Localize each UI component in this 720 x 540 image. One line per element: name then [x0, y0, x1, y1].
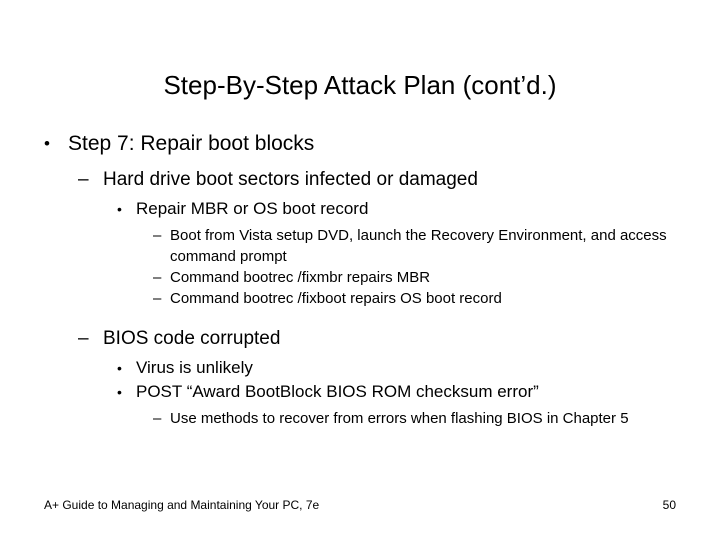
bullet-marker-level4: – — [153, 410, 162, 427]
bullet-level4-fixmbr: – Command bootrec /fixmbr repairs MBR — [0, 267, 720, 288]
bullet-level4-use-methods: – Use methods to recover from errors whe… — [0, 408, 720, 429]
bullet-level1-step7: • Step 7: Repair boot blocks — [0, 130, 720, 158]
bullet-marker-level4: – — [153, 269, 162, 286]
footer-source-text: A+ Guide to Managing and Maintaining You… — [44, 498, 320, 512]
page-title: Step-By-Step Attack Plan (cont’d.) — [163, 70, 557, 101]
bullet-marker-level4: – — [153, 227, 162, 244]
footer-page-number: 50 — [662, 498, 676, 512]
bullet-level3-repair-mbr: • Repair MBR or OS boot record — [0, 197, 720, 221]
slide-footer: A+ Guide to Managing and Maintaining You… — [44, 496, 676, 514]
bullet-text-boot-vista: Boot from Vista setup DVD, launch the Re… — [170, 227, 667, 265]
bullet-text-step7: Step 7: Repair boot blocks — [68, 132, 315, 155]
bullet-text-bios: BIOS code corrupted — [103, 328, 281, 349]
bullet-text-use-methods: Use methods to recover from errors when … — [170, 410, 629, 427]
bullet-marker-level4: – — [153, 290, 162, 307]
bullet-marker-level3: • — [117, 384, 122, 400]
bullet-marker-level3: • — [117, 360, 122, 376]
bullet-level3-post: • POST “Award BootBlock BIOS ROM checksu… — [0, 380, 720, 404]
bullet-text-fixboot: Command bootrec /fixboot repairs OS boot… — [170, 290, 502, 307]
bullet-marker-level1: • — [44, 134, 50, 153]
bullet-text-virus: Virus is unlikely — [136, 358, 253, 377]
bullet-level4-boot-vista: – Boot from Vista setup DVD, launch the … — [0, 225, 720, 267]
bullet-marker-level2: – — [78, 169, 89, 190]
bullet-text-hard-drive: Hard drive boot sectors infected or dama… — [103, 169, 478, 190]
slide-body: • Step 7: Repair boot blocks – Hard driv… — [0, 130, 720, 429]
bullet-level2-hard-drive: – Hard drive boot sectors infected or da… — [0, 167, 720, 193]
bullet-marker-level3: • — [117, 201, 122, 217]
bullet-level4-fixboot: – Command bootrec /fixboot repairs OS bo… — [0, 288, 720, 309]
bullet-marker-level2: – — [78, 328, 89, 349]
bullet-level3-virus: • Virus is unlikely — [0, 356, 720, 380]
bullet-text-repair-mbr: Repair MBR or OS boot record — [136, 199, 369, 218]
bullet-text-post: POST “Award BootBlock BIOS ROM checksum … — [136, 382, 539, 401]
bullet-text-fixmbr: Command bootrec /fixmbr repairs MBR — [170, 269, 431, 286]
bullet-level2-bios: – BIOS code corrupted — [0, 326, 720, 352]
